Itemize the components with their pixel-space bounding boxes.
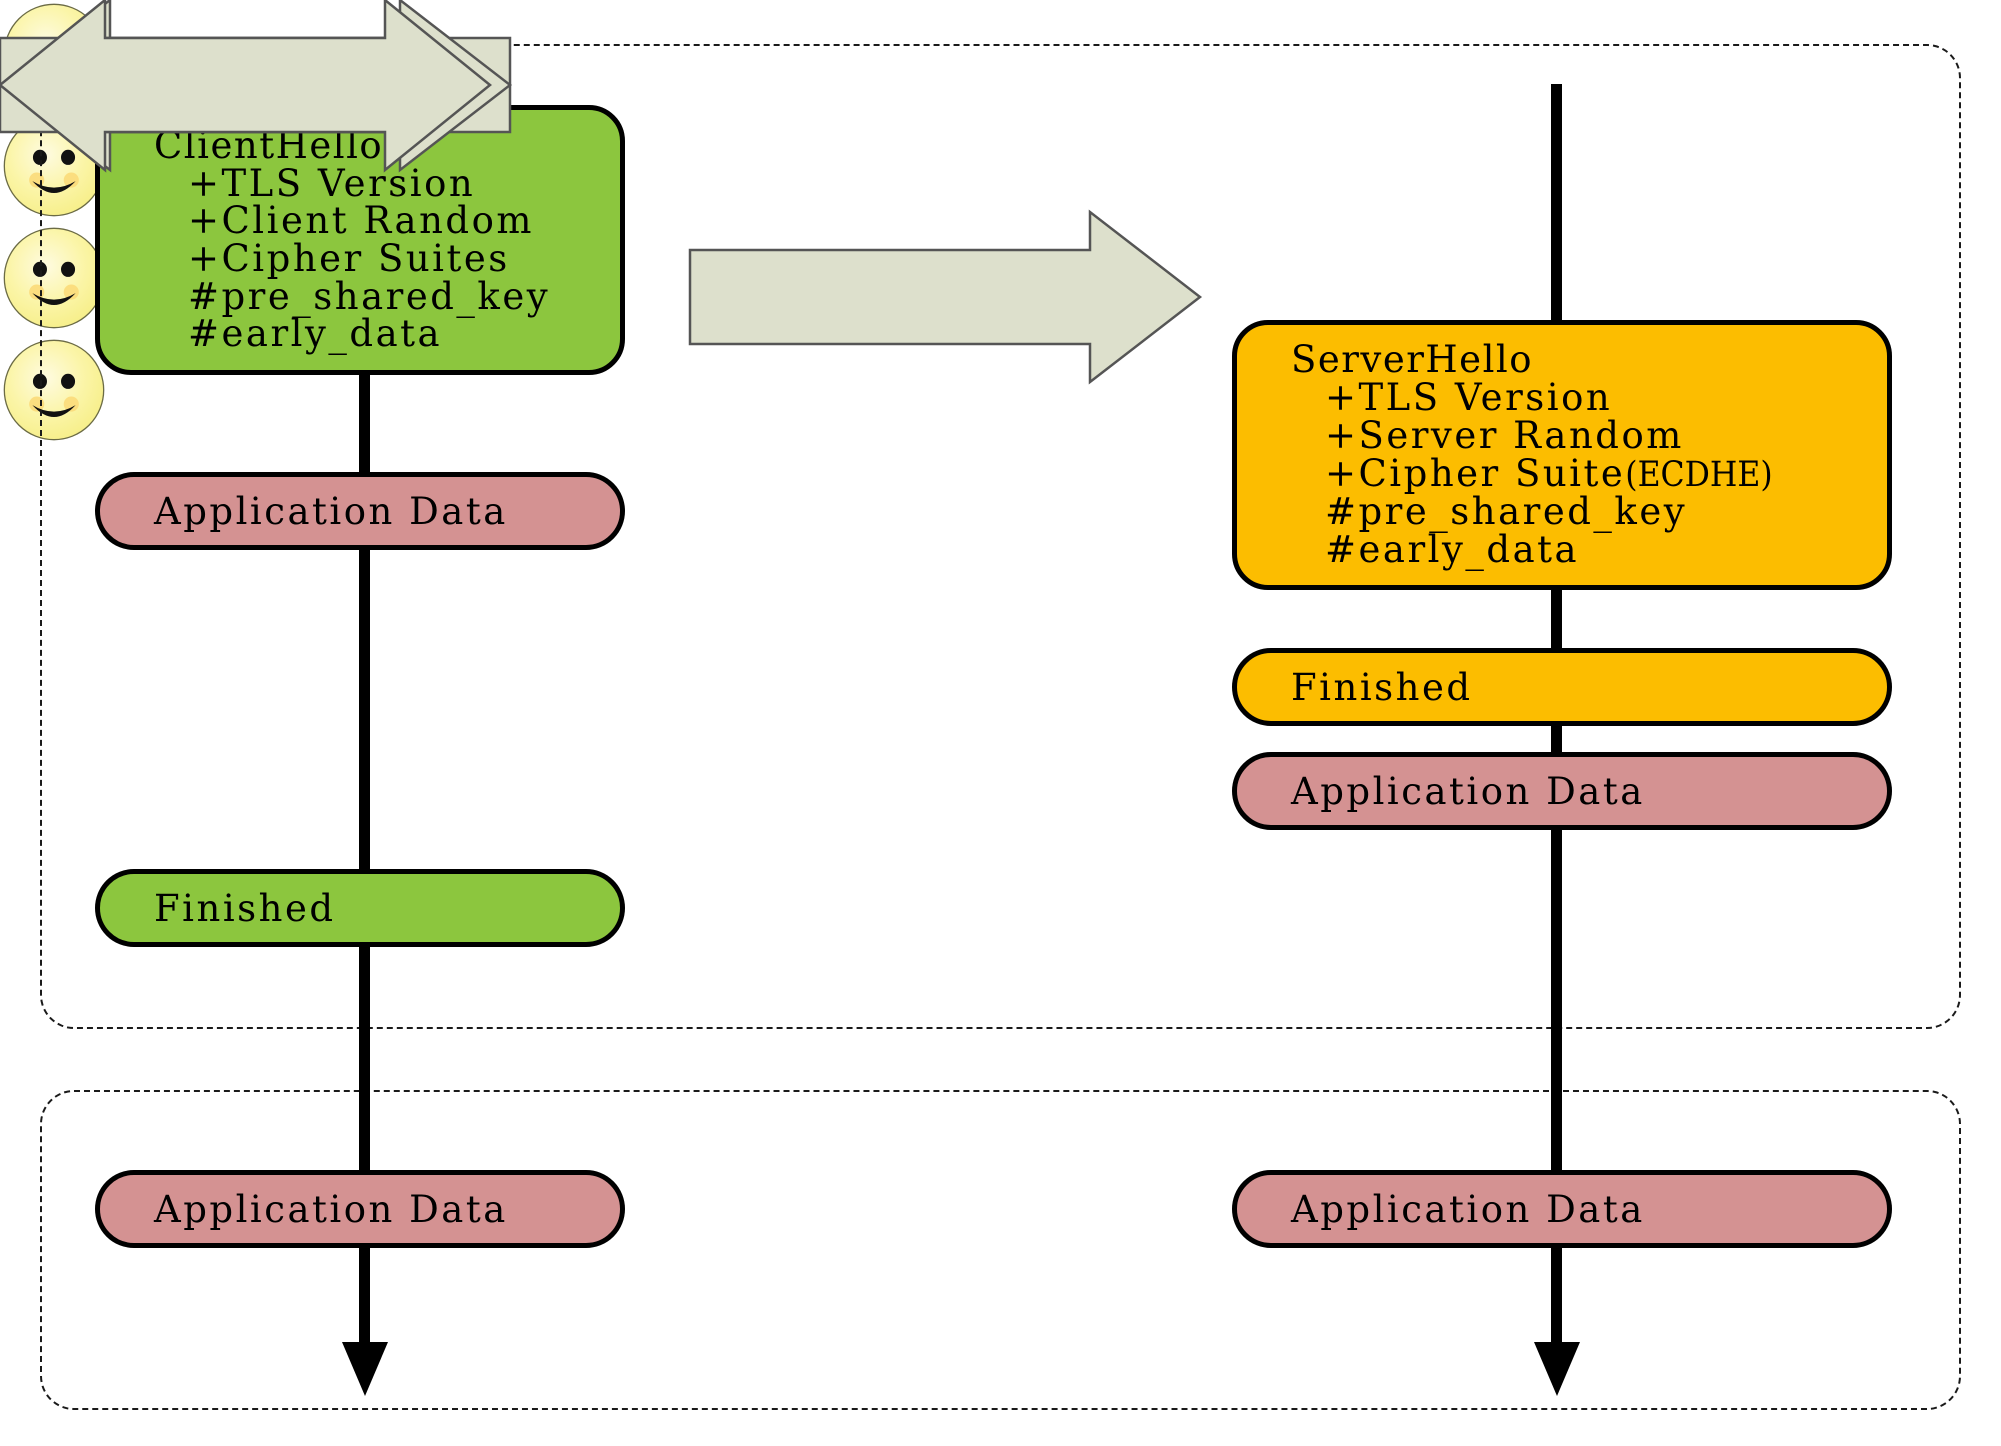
server-hello-tls-version: +TLS Version [1325,376,1613,420]
server-hello-cipher-suite-text: +Cipher Suite [1325,451,1626,495]
client-lifeline-arrowhead-icon [342,1342,388,1396]
smiley-icon [0,336,2001,448]
server-application-data-box-2[interactable]: Application Data [1232,1170,1892,1248]
server-hello-cipher-suite-algorithm: (ECDHE) [1625,454,1773,495]
server-application-data-box-1[interactable]: Application Data [1232,752,1892,830]
client-hello-client-random: +Client Random [188,199,534,243]
application-data-phase-frame [40,1090,1961,1410]
arrow-client-to-server-1 [688,209,1203,385]
client-hello-early-data: #early_data [188,312,443,356]
client-hello-pre-shared-key: #pre_shared_key [188,274,551,318]
server-finished-box[interactable]: Finished [1232,648,1892,726]
server-hello-message-box[interactable]: ServerHello +TLS Version +Server Random … [1232,320,1892,590]
client-hello-cipher-suites: +Cipher Suites [188,237,510,280]
handshake-phase-frame [40,44,1961,1029]
server-hello-early-data: #early_data [1325,527,1580,571]
server-hello-pre-shared-key: #pre_shared_key [1325,490,1688,534]
client-lifeline [359,84,370,1350]
client-hello-tls-version: +TLS Version [188,161,476,205]
client-application-data-box-2[interactable]: Application Data [95,1170,625,1248]
client-application-data-box-1[interactable]: Application Data [95,472,625,550]
server-lifeline-arrowhead-icon [1534,1342,1580,1396]
server-hello-title: ServerHello [1291,338,1534,382]
server-hello-cipher-suite: +Cipher Suite(ECDHE) [1291,451,1773,495]
smiley-icon [0,224,2001,336]
arrow-bidirectional [0,0,492,173]
server-hello-server-random: +Server Random [1325,413,1684,457]
client-finished-box[interactable]: Finished [95,869,625,947]
